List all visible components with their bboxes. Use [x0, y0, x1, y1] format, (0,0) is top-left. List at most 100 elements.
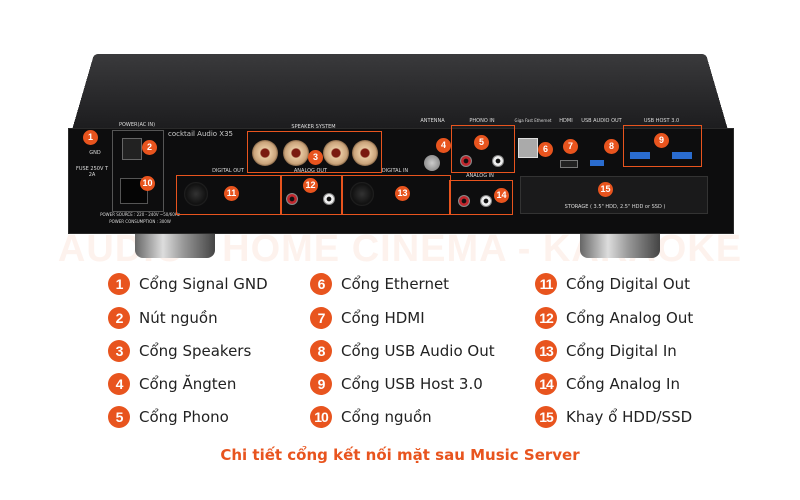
callout-11: 11: [224, 186, 239, 201]
callout-9: 9: [654, 133, 669, 148]
brand-label: cocktail Audio X35: [168, 130, 234, 138]
analog-in-box: [449, 180, 513, 215]
ethernet-label: Giga Fast Ethernet: [514, 118, 552, 123]
analog-in-label: ANALOG IN: [466, 173, 494, 179]
legend-item: 15 Khay ổ HDD/SSD: [535, 406, 692, 428]
number-badge: 5: [108, 406, 130, 428]
legend-label: Cổng HDMI: [341, 309, 425, 327]
xlr-port: [184, 182, 208, 206]
callout-13: 13: [395, 186, 410, 201]
number-badge: 2: [108, 307, 130, 329]
callout-2: 2: [142, 140, 157, 155]
callout-3: 3: [308, 150, 323, 165]
phono-label: PHONO IN: [469, 118, 495, 124]
rca-jack: [460, 155, 472, 167]
rca-jack: [480, 195, 492, 207]
speaker-post: [283, 140, 309, 166]
usb-host-port: [630, 152, 650, 159]
storage-label: STORAGE ( 3.5" HDD, 2.5" HDD or SSD ): [564, 204, 666, 210]
legend-item: 5 Cổng Phono: [108, 406, 229, 428]
legend-label: Cổng Analog In: [566, 375, 680, 393]
hdmi-port: [560, 160, 578, 168]
legend-item: 14 Cổng Analog In: [535, 373, 680, 395]
legend-item: 8 Cổng USB Audio Out: [310, 340, 495, 362]
usb-host-port: [672, 152, 692, 159]
callout-12: 12: [303, 178, 318, 193]
rca-jack: [323, 193, 335, 205]
legend-item: 11 Cổng Digital Out: [535, 273, 690, 295]
callout-15: 15: [598, 182, 613, 197]
number-badge: 1: [108, 273, 130, 295]
callout-4: 4: [436, 138, 451, 153]
number-badge: 3: [108, 340, 130, 362]
speaker-box: [247, 131, 382, 173]
storage-bay: [520, 176, 708, 214]
usb-audio-out-label: USB AUDIO OUT: [581, 118, 622, 124]
rca-jack: [286, 193, 298, 205]
callout-1: 1: [83, 130, 98, 145]
number-badge: 9: [310, 373, 332, 395]
legend-label: Cổng nguồn: [341, 408, 432, 426]
legend-item: 2 Nút nguồn: [108, 307, 218, 329]
ethernet-port: [518, 138, 538, 158]
callout-7: 7: [563, 139, 578, 154]
speaker-post: [252, 140, 278, 166]
legend-label: Cổng Digital In: [566, 342, 677, 360]
callout-8: 8: [604, 139, 619, 154]
legend-item: 4 Cổng Ăngten: [108, 373, 236, 395]
legend-label: Cổng USB Audio Out: [341, 342, 495, 360]
number-badge: 11: [535, 273, 557, 295]
watermark: AUDIO - HOME CINEMA - KARAOKE: [57, 228, 743, 270]
device-foot: [580, 232, 660, 258]
power-switch: [122, 138, 142, 160]
speaker-label: SPEAKER SYSTEM: [291, 124, 336, 130]
legend-label: Cổng Signal GND: [139, 275, 268, 293]
legend-item: 1 Cổng Signal GND: [108, 273, 268, 295]
antenna-port: [424, 155, 440, 171]
power-section: [112, 130, 164, 212]
power-consumption-label: POWER CONSUMPTION : 300W: [109, 219, 171, 224]
number-badge: 12: [535, 307, 557, 329]
speaker-post: [352, 140, 378, 166]
legend-label: Cổng Analog Out: [566, 309, 694, 327]
legend-label: Cổng USB Host 3.0: [341, 375, 483, 393]
number-badge: 13: [535, 340, 557, 362]
legend-label: Cổng Phono: [139, 408, 229, 426]
callout-5: 5: [474, 135, 489, 150]
power-source-label: POWER SOURCE : 220 - 240V ~50/60Hz: [100, 212, 180, 217]
power-label: POWER(AC IN): [118, 122, 156, 128]
hdmi-label: HDMI: [559, 118, 573, 124]
rca-jack: [458, 195, 470, 207]
legend-item: 13 Cổng Digital In: [535, 340, 677, 362]
number-badge: 15: [535, 406, 557, 428]
callout-10: 10: [140, 176, 155, 191]
legend-label: Cổng Ăngten: [139, 375, 237, 393]
caption: Chi tiết cổng kết nối mặt sau Music Serv…: [220, 446, 580, 464]
callout-14: 14: [494, 188, 509, 203]
number-badge: 6: [310, 273, 332, 295]
legend-label: Cổng Digital Out: [566, 275, 691, 293]
analog-out-box: [280, 175, 343, 215]
device-foot: [135, 232, 215, 258]
number-badge: 4: [108, 373, 130, 395]
usb-host-box: [623, 125, 702, 167]
legend-label: Nút nguồn: [139, 309, 218, 327]
legend-item: 9 Cổng USB Host 3.0: [310, 373, 483, 395]
legend-item: 7 Cổng HDMI: [310, 307, 425, 329]
digital-in-label: DIGITAL IN: [381, 168, 409, 174]
speaker-post: [323, 140, 349, 166]
xlr-port: [350, 182, 374, 206]
digital-out-label: DIGITAL OUT: [212, 168, 244, 174]
phono-box: [451, 125, 515, 173]
legend-label: Khay ổ HDD/SSD: [566, 408, 693, 426]
antenna-label: ANTENNA: [420, 118, 445, 124]
number-badge: 8: [310, 340, 332, 362]
legend-item: 12 Cổng Analog Out: [535, 307, 693, 329]
number-badge: 14: [535, 373, 557, 395]
gnd-label: GND: [89, 150, 101, 156]
callout-6: 6: [538, 142, 553, 157]
number-badge: 7: [310, 307, 332, 329]
digital-out-box: [176, 175, 282, 215]
